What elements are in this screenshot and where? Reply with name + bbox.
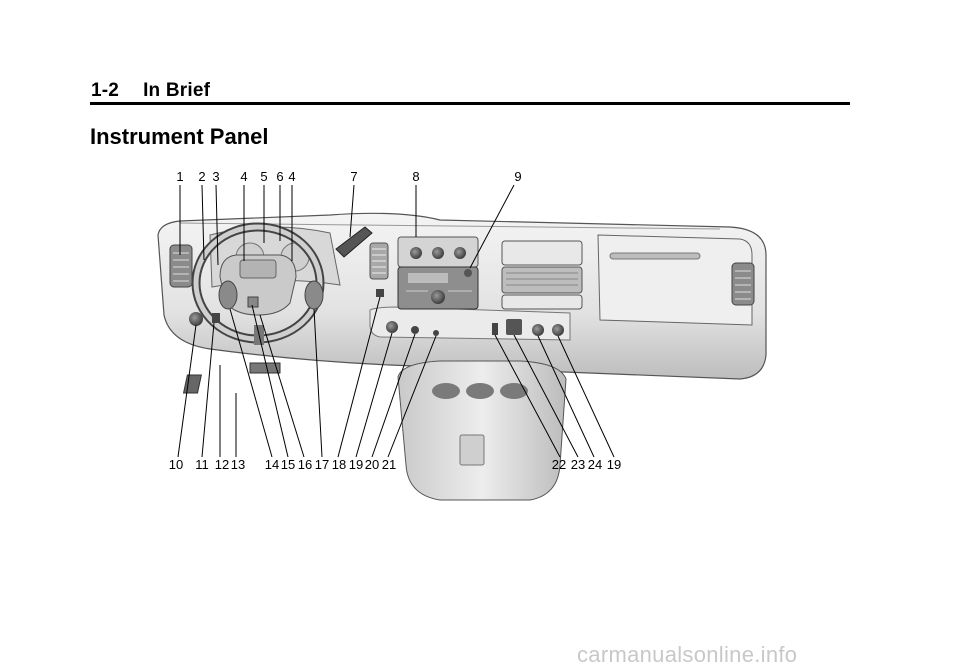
page-header: 1-2 In Brief — [91, 80, 210, 102]
callout-3: 3 — [212, 169, 219, 184]
callout-23: 23 — [571, 457, 585, 472]
pedals — [182, 362, 281, 394]
callout-8: 8 — [412, 169, 419, 184]
instrument-panel-illustration: 1 2 3 4 5 6 4 7 8 9 10 11 12 13 14 15 16… — [140, 165, 780, 515]
page-number: 1-2 — [91, 80, 120, 101]
bottom-leader-lines — [177, 296, 615, 458]
glove-box — [597, 234, 753, 326]
callout-12: 12 — [215, 457, 229, 472]
callout-13: 13 — [231, 457, 245, 472]
right-air-vent — [731, 262, 755, 306]
callout-17: 17 — [315, 457, 329, 472]
callout-19b: 19 — [607, 457, 621, 472]
callout-24: 24 — [588, 457, 602, 472]
steering-wheel — [191, 222, 325, 345]
watermark: carmanualsonline.info — [577, 642, 798, 667]
callout-22: 22 — [552, 457, 566, 472]
callout-4: 4 — [240, 169, 247, 184]
callout-6: 6 — [276, 169, 283, 184]
callout-2: 2 — [198, 169, 205, 184]
callout-21: 21 — [382, 457, 396, 472]
callout-18: 18 — [332, 457, 346, 472]
center-storage-vents — [501, 240, 583, 310]
callout-9: 9 — [514, 169, 521, 184]
center-console — [397, 360, 567, 501]
callout-14: 14 — [265, 457, 279, 472]
callout-20: 20 — [365, 457, 379, 472]
top-leader-lines — [179, 184, 515, 269]
callout-11: 11 — [195, 457, 209, 472]
callout-19: 19 — [349, 457, 363, 472]
header-rule — [90, 102, 850, 105]
callout-16: 16 — [298, 457, 312, 472]
callout-7: 7 — [350, 169, 357, 184]
page-title: Instrument Panel — [90, 124, 269, 149]
callout-4b: 4 — [288, 169, 295, 184]
callout-1: 1 — [176, 169, 183, 184]
section-title: In Brief — [143, 80, 211, 101]
climate-control-panel — [397, 236, 479, 268]
bottom-callouts: 10 11 12 13 14 15 16 17 18 19 20 21 22 2… — [169, 457, 621, 472]
audio-system — [397, 266, 479, 310]
callout-15: 15 — [281, 457, 295, 472]
top-callouts: 1 2 3 4 5 6 4 7 8 9 — [176, 169, 521, 184]
center-air-vent — [369, 242, 389, 297]
turn-signal-stalk — [335, 226, 373, 258]
callout-5: 5 — [260, 169, 267, 184]
callout-10: 10 — [169, 457, 183, 472]
lower-switch-row — [189, 312, 564, 336]
left-air-vent — [169, 244, 193, 288]
